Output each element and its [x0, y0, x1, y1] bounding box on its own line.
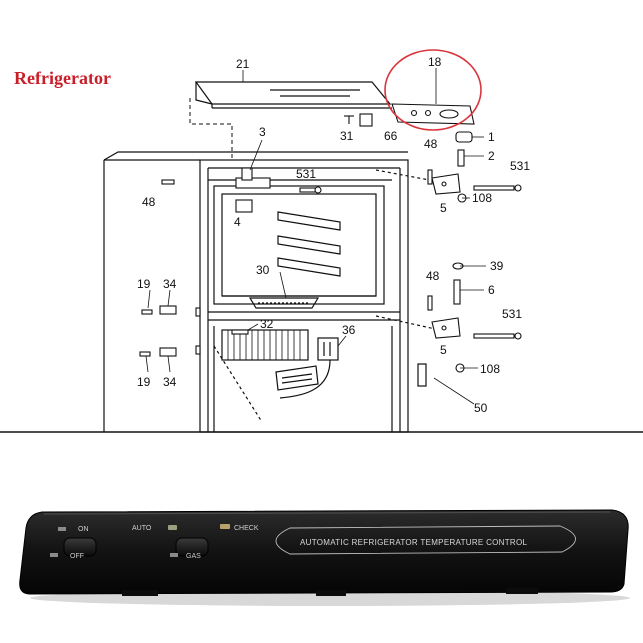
callout-531-right-top: 531 [510, 159, 530, 173]
on-label: ON [78, 526, 89, 533]
callout-1: 1 [488, 130, 495, 144]
callout-32: 32 [260, 317, 274, 331]
callout-108-bottom: 108 [480, 362, 500, 376]
callout-numbers: 21 18 3 31 66 48 1 2 531 48 531 5 108 4 … [137, 55, 530, 415]
callout-3: 3 [259, 125, 266, 139]
callout-50: 50 [474, 401, 488, 415]
control-panel-part [391, 103, 475, 125]
callout-4: 4 [234, 215, 241, 229]
callout-21: 21 [236, 57, 250, 71]
callout-48-mid: 48 [426, 269, 440, 283]
callout-19-top: 19 [137, 277, 151, 291]
gas-indicator [170, 553, 178, 557]
callout-18: 18 [428, 55, 442, 69]
callout-36: 36 [342, 323, 356, 337]
callout-19-bottom: 19 [137, 375, 151, 389]
hardware-parts [139, 113, 522, 373]
off-label: OFF [70, 553, 84, 560]
check-indicator [220, 524, 230, 529]
control-label: AUTOMATIC REFRIGERATOR TEMPERATURE CONTR… [300, 538, 528, 547]
callout-48-top: 48 [424, 137, 438, 151]
callout-66: 66 [384, 129, 398, 143]
callout-48-left: 48 [142, 195, 156, 209]
page-title: Refrigerator [14, 68, 111, 88]
callout-531-right-bottom: 531 [502, 307, 522, 321]
callout-5-bottom: 5 [440, 343, 447, 357]
callout-108-top: 108 [472, 191, 492, 205]
callout-6: 6 [488, 283, 495, 297]
on-indicator [58, 527, 66, 531]
on-off-button [63, 537, 97, 557]
highlight-circle [384, 49, 482, 131]
callout-30: 30 [256, 263, 270, 277]
auto-gas-button [175, 537, 209, 557]
callout-5-top: 5 [440, 201, 447, 215]
leader-lines [145, 68, 486, 405]
control-panel-photo: ON OFF AUTO GAS CHECK AUTOMATIC REFRIGER… [19, 509, 630, 606]
callout-39: 39 [490, 259, 504, 273]
off-indicator [50, 553, 58, 557]
callout-2: 2 [488, 149, 495, 163]
callout-34-top: 34 [163, 277, 177, 291]
gas-label: GAS [186, 553, 201, 560]
callout-34-bottom: 34 [163, 375, 177, 389]
callout-531-center: 531 [296, 167, 316, 181]
auto-label: AUTO [132, 525, 152, 532]
callout-31: 31 [340, 129, 354, 143]
top-trim-panel [194, 81, 392, 109]
refrigerator-body [103, 151, 441, 433]
auto-indicator [168, 525, 177, 530]
check-label: CHECK [234, 525, 259, 532]
